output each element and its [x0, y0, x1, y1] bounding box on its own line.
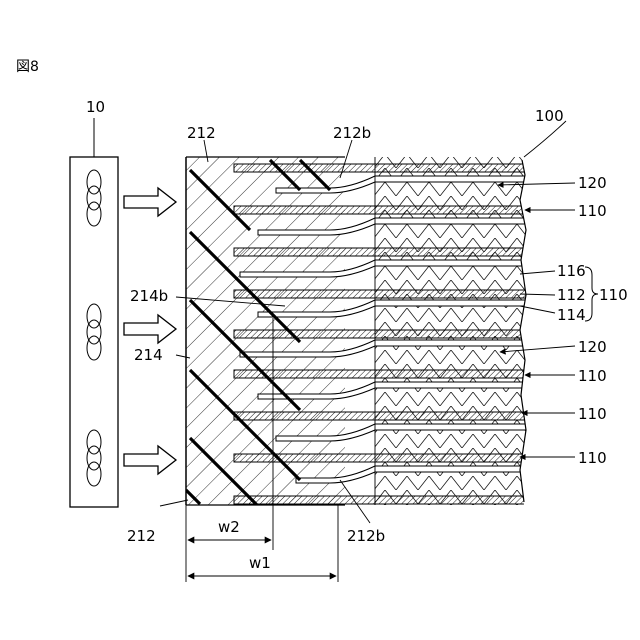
irradiation-arrows [124, 188, 176, 474]
label-sheet-110-b: 110 [578, 367, 607, 385]
substrate-band-3 [234, 248, 534, 256]
label-layer-114: 114 [557, 306, 586, 324]
substrate-band-5 [234, 330, 534, 338]
label-laminate: 100 [535, 107, 564, 125]
label-sheet-110-a: 110 [578, 202, 607, 220]
arrow-icon-top [124, 188, 176, 216]
laminate-stack [186, 157, 535, 507]
label-layer-112: 112 [557, 286, 586, 304]
label-sheet-110-c: 110 [578, 405, 607, 423]
dimension-w2-label: w2 [218, 518, 240, 536]
label-edge-bottom: 212 [127, 527, 156, 545]
label-group-110: 110 [599, 286, 628, 304]
label-edge-top: 212 [187, 124, 216, 142]
label-side-region: 214 [134, 346, 163, 364]
label-sheet-120-a: 120 [578, 174, 607, 192]
substrate-band-9 [234, 496, 534, 504]
substrate-band-7 [234, 412, 534, 420]
arrow-icon-middle [124, 315, 176, 343]
label-lamp-unit: 10 [86, 98, 105, 116]
label-notch-top: 212b [333, 124, 371, 142]
figure-label: 図8 [16, 59, 39, 75]
label-inner-region: 214b [130, 287, 168, 305]
substrate-band-6 [234, 370, 534, 378]
arrow-icon-bottom [124, 446, 176, 474]
label-sheet-110-d: 110 [578, 449, 607, 467]
lamp-unit [70, 118, 118, 507]
label-notch-bottom: 212b [347, 527, 385, 545]
label-layer-116: 116 [557, 262, 586, 280]
label-sheet-120-b: 120 [578, 338, 607, 356]
substrate-band-4 [234, 290, 534, 298]
substrate-band-2 [234, 206, 534, 214]
group-brace [585, 267, 598, 321]
dimension-w1-label: w1 [249, 554, 271, 572]
